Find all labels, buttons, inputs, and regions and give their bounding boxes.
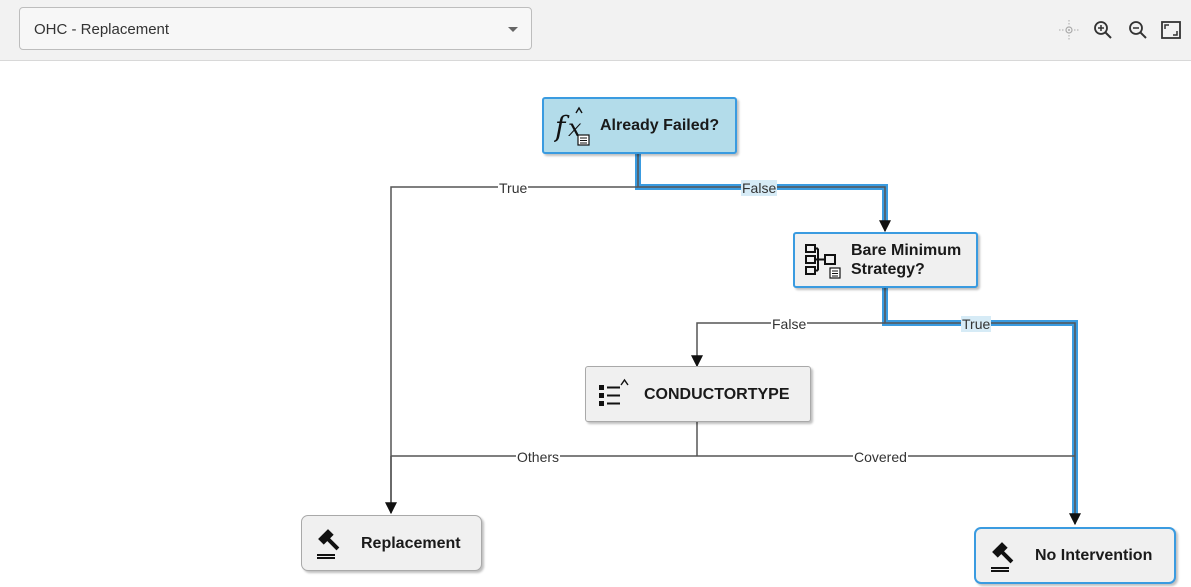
hierarchy-icon	[805, 244, 841, 279]
node-label: No Intervention	[1035, 547, 1153, 564]
node-replacement[interactable]: Replacement	[301, 515, 482, 571]
edge-label-true: True	[961, 316, 992, 332]
function-icon: f x	[554, 106, 590, 146]
edge-label-covered: Covered	[853, 449, 908, 465]
zoom-out-icon[interactable]	[1127, 19, 1149, 41]
gavel-icon	[317, 529, 340, 559]
decision-tree-select[interactable]: OHC - Replacement	[19, 7, 532, 50]
node-conductortype[interactable]: CONDUCTORTYPE	[585, 366, 811, 422]
node-label: Replacement	[361, 534, 461, 552]
fit-screen-icon[interactable]	[1160, 19, 1182, 41]
node-already-failed[interactable]: f x Already Failed?	[542, 97, 737, 154]
chevron-down-icon	[508, 27, 518, 32]
node-label: CONDUCTORTYPE	[644, 385, 790, 403]
edge-label-false: False	[771, 316, 808, 332]
edge-label-true: True	[498, 180, 529, 196]
node-label: Already Failed?	[600, 117, 720, 134]
list-icon	[599, 378, 629, 406]
toolbar: OHC - Replacement	[0, 0, 1191, 61]
gavel-icon	[991, 541, 1014, 572]
decision-tree-canvas[interactable]: True False False True Others Covered f x…	[0, 61, 1191, 587]
node-no-intervention[interactable]: No Intervention	[974, 527, 1176, 584]
decision-tree-select-value: OHC - Replacement	[34, 21, 170, 38]
node-bare-minimum-strategy[interactable]: Bare Minimum Strategy?	[793, 232, 978, 288]
edge-label-others: Others	[516, 449, 561, 465]
edge-label-false: False	[741, 180, 778, 196]
zoom-in-icon[interactable]	[1092, 19, 1114, 41]
center-icon[interactable]	[1058, 19, 1080, 41]
node-label: Bare Minimum Strategy?	[851, 242, 962, 278]
edge-lines	[385, 154, 1081, 526]
